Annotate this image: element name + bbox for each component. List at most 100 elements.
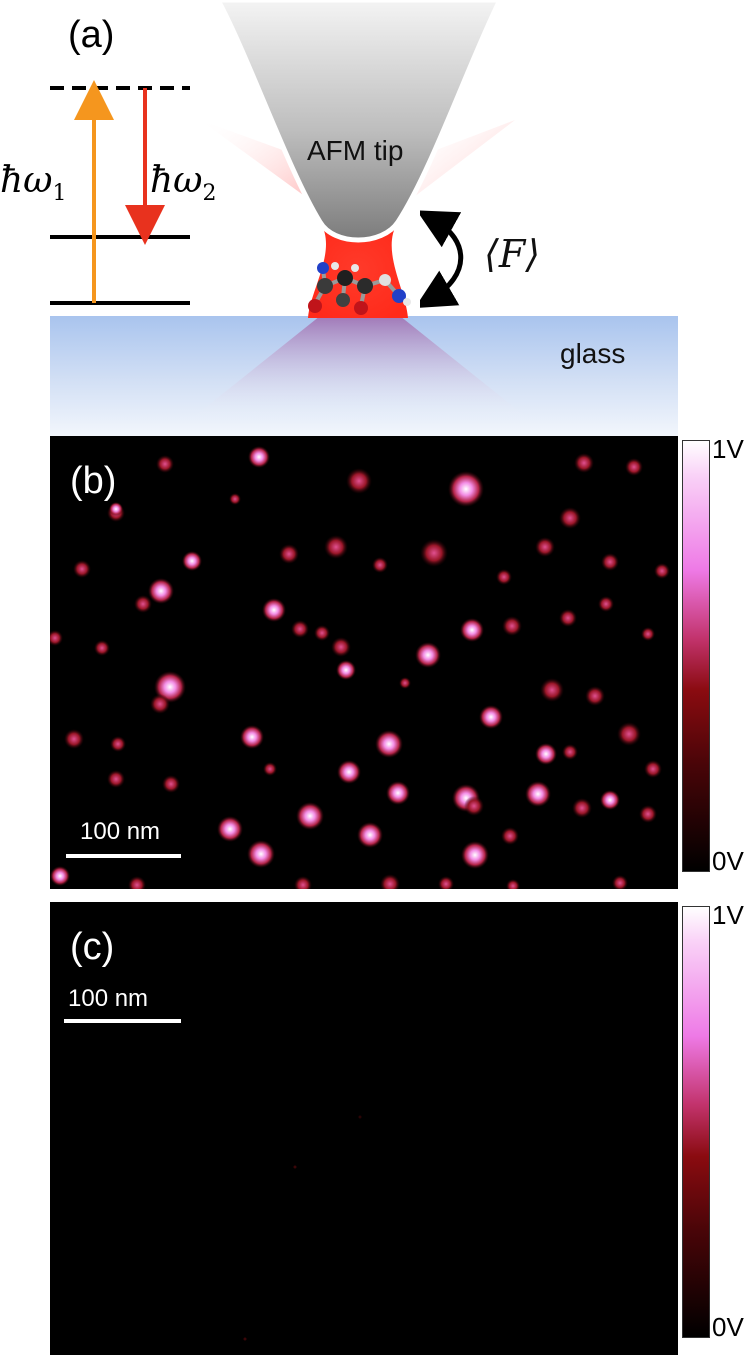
molecule-spot bbox=[107, 770, 125, 788]
molecule-spot bbox=[109, 502, 123, 516]
molecule-spot bbox=[448, 471, 484, 507]
molecule-spot bbox=[248, 446, 270, 468]
molecule-spot bbox=[64, 729, 84, 749]
molecule-spot bbox=[182, 551, 202, 571]
molecule-spot bbox=[415, 642, 441, 668]
molecule-spot bbox=[525, 781, 551, 807]
molecule-spot bbox=[229, 493, 241, 505]
molecule-spot bbox=[110, 736, 126, 752]
molecule-spot bbox=[162, 775, 180, 793]
molecule-spot bbox=[291, 620, 309, 638]
molecule-spot bbox=[294, 876, 312, 889]
panel-c-label: (c) bbox=[70, 926, 115, 968]
transmitted-beam bbox=[190, 316, 530, 420]
molecule-spot bbox=[479, 705, 503, 729]
molecule-spot bbox=[148, 578, 174, 604]
molecule-spot bbox=[420, 539, 448, 567]
molecule-spot bbox=[598, 596, 614, 612]
molecule-spot bbox=[331, 637, 351, 657]
panel-b-colorbar-min: 0V bbox=[712, 846, 744, 876]
panel-c-background-noise bbox=[243, 1115, 362, 1341]
molecule-spot bbox=[156, 455, 174, 473]
panel-c-colorbar-min: 0V bbox=[712, 1312, 744, 1342]
pump-energy-subscript: 1 bbox=[52, 181, 67, 207]
molecule-spot bbox=[263, 762, 277, 776]
molecule-spot bbox=[559, 507, 581, 529]
molecule-spot bbox=[600, 790, 620, 810]
molecule-spot bbox=[150, 694, 170, 714]
molecule-spot bbox=[296, 802, 324, 830]
molecule-spot bbox=[461, 841, 489, 869]
molecule-spot bbox=[386, 781, 410, 805]
afm-tip-illustration bbox=[190, 0, 530, 420]
molecule-spot bbox=[625, 458, 643, 476]
pump-energy-symbol: ħω bbox=[0, 160, 53, 201]
molecule-spot bbox=[501, 827, 519, 845]
tip-body bbox=[215, 0, 503, 243]
molecule-spot bbox=[574, 453, 594, 473]
panel-a: (a) ħω1 ħω2 bbox=[0, 0, 755, 436]
molecule-spot bbox=[247, 840, 275, 868]
molecule-spot bbox=[336, 660, 356, 680]
molecule-spot bbox=[50, 630, 63, 646]
stokes-energy-symbol: ħω bbox=[150, 160, 203, 201]
noise-pixel bbox=[358, 1115, 362, 1119]
side-beam-right bbox=[410, 120, 515, 200]
molecule-spot bbox=[375, 730, 403, 758]
stokes-energy-subscript: 2 bbox=[202, 181, 217, 207]
molecule-spot bbox=[399, 677, 411, 689]
molecule-spot bbox=[641, 627, 655, 641]
molecule-spot bbox=[644, 760, 662, 778]
molecule-spot bbox=[612, 875, 628, 889]
side-beam-left bbox=[200, 120, 310, 200]
molecule-spot bbox=[559, 609, 577, 627]
molecule-spot bbox=[496, 569, 512, 585]
molecule-spot bbox=[654, 563, 670, 579]
molecule-spot bbox=[380, 874, 400, 889]
molecule-spot bbox=[585, 686, 605, 706]
curved-double-arrow-icon bbox=[420, 210, 464, 309]
tip-label: AFM tip bbox=[307, 135, 404, 166]
noise-pixel bbox=[293, 1165, 297, 1169]
molecule-spot bbox=[357, 822, 383, 848]
molecule-spot bbox=[262, 598, 286, 622]
panel-a-label: (a) bbox=[68, 14, 115, 56]
pump-energy-label: ħω1 bbox=[0, 160, 67, 206]
molecule-spot bbox=[337, 760, 361, 784]
molecule-spot bbox=[601, 553, 619, 571]
molecule-spot bbox=[346, 468, 372, 494]
molecule-spot bbox=[438, 876, 454, 889]
noise-pixel bbox=[243, 1337, 247, 1341]
molecule-spot bbox=[94, 640, 110, 656]
molecule-spot bbox=[134, 595, 152, 613]
molecule-spot bbox=[617, 722, 641, 746]
panel-b-scale-text: 100 nm bbox=[80, 818, 161, 845]
molecule-spot bbox=[217, 816, 243, 842]
panel-b-colorbar-max: 1V bbox=[712, 434, 744, 464]
panel-c-map: (c) 100 nm bbox=[50, 902, 678, 1355]
energy-level-diagram bbox=[50, 80, 190, 305]
panel-c-scale-text: 100 nm bbox=[68, 985, 149, 1012]
molecule-spot bbox=[372, 557, 388, 573]
molecule-spot bbox=[535, 743, 557, 765]
molecule-spot bbox=[128, 876, 146, 889]
molecule-spot bbox=[50, 866, 70, 886]
molecule-spot bbox=[464, 796, 484, 816]
panel-b-molecule-spots bbox=[50, 446, 670, 889]
molecule-spot bbox=[240, 725, 264, 749]
panel-c-colorbar-max: 1V bbox=[712, 900, 744, 930]
molecule-spot bbox=[535, 537, 555, 557]
panel-c-scale-bar bbox=[64, 1019, 181, 1023]
force-label: ⟨F⟩ bbox=[484, 232, 541, 276]
molecule-spot bbox=[562, 744, 578, 760]
molecule-spot bbox=[506, 879, 520, 889]
molecule-spot bbox=[460, 618, 484, 642]
panel-b-map: (b) 100 nm bbox=[50, 436, 678, 889]
stokes-energy-label: ħω2 bbox=[150, 160, 217, 206]
panel-b-colorbar bbox=[682, 440, 710, 872]
molecule-icon bbox=[308, 262, 411, 315]
molecule-spot bbox=[572, 798, 592, 818]
panel-c-colorbar bbox=[682, 906, 710, 1338]
molecule-spot bbox=[314, 625, 330, 641]
molecule-spot bbox=[73, 560, 91, 578]
